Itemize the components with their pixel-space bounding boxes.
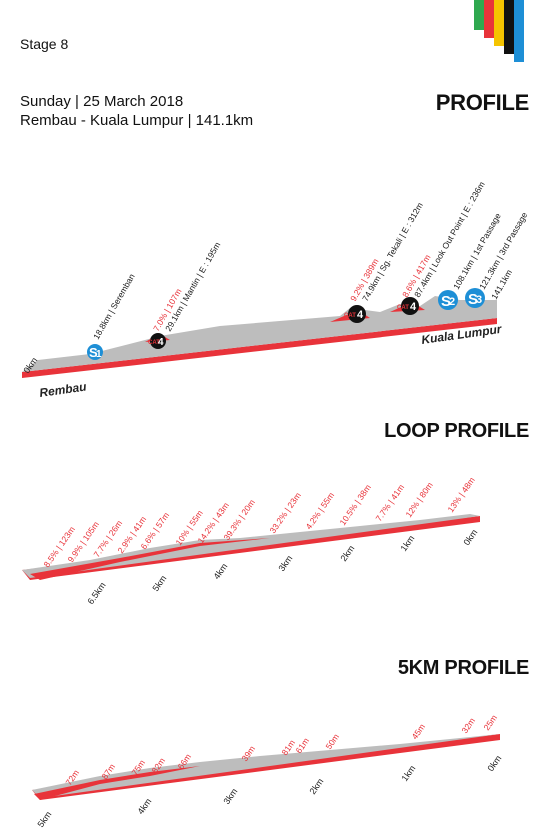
loop-seg-10: 10.5% | 38m <box>337 482 372 527</box>
point-label-2: 29.1km | Mantin | E : 195m <box>163 240 222 333</box>
five-km-4: 1km <box>399 763 417 783</box>
five-km-profile-chart <box>32 734 500 800</box>
point-label-1: 18.8km | Seremban <box>91 272 137 341</box>
point-label-4: 87.4km | Look Out Point | E : 236m <box>412 180 487 299</box>
loop-km-1: 5km <box>150 573 168 593</box>
svg-text:4: 4 <box>357 309 364 321</box>
svg-text:3: 3 <box>476 294 482 306</box>
stage-info: Sunday | 25 March 2018 Rembau - Kuala Lu… <box>20 92 253 130</box>
stripe-yellow <box>494 0 504 46</box>
five-seg-10: 32m <box>459 716 477 735</box>
profile-title: PROFILE <box>435 90 530 115</box>
stripe-red <box>484 0 494 38</box>
loop-profile-chart <box>22 514 480 580</box>
svg-text:S: S <box>89 345 98 360</box>
five-km-0: 5km <box>35 809 53 829</box>
sprint-badge-1: S 1 <box>87 344 103 360</box>
svg-text:CAT: CAT <box>397 305 409 311</box>
five-seg-11: 25m <box>481 713 499 732</box>
svg-text:CAT: CAT <box>148 340 160 346</box>
stage-date: Sunday | 25 March 2018 <box>20 93 184 110</box>
start-place: Rembau <box>38 379 87 400</box>
loop-km-5: 1km <box>398 533 416 553</box>
brand-stripes <box>474 0 534 62</box>
loop-seg-8: 33.2% | 23m <box>267 490 302 535</box>
svg-text:2: 2 <box>449 296 455 308</box>
stripe-blue <box>514 0 524 62</box>
sprint-badge-2: S 2 <box>438 290 458 310</box>
loop-km-2: 4km <box>211 561 229 581</box>
stripe-green <box>474 0 484 30</box>
kom-badge-1: CAT 4 <box>148 333 166 349</box>
loop-seg-4: 6.6% | 57m <box>138 510 171 551</box>
loop-km-4: 2km <box>338 543 356 563</box>
sprint-badge-3: S 3 <box>465 288 485 308</box>
loop-profile-title: LOOP PROFILE <box>384 420 529 442</box>
profile-side <box>22 318 497 378</box>
five-km-5: 0km <box>485 753 503 773</box>
stage-label: Stage 8 <box>20 36 69 52</box>
five-seg-9: 45m <box>409 722 427 741</box>
kom-badge-2: CAT 4 <box>344 305 366 323</box>
kom-badge-3: CAT 4 <box>397 297 419 315</box>
five-km-1: 4km <box>135 796 153 816</box>
svg-text:S: S <box>468 291 478 308</box>
loop-km-0: 6.5km <box>85 580 107 606</box>
stage-route: Rembau - Kuala Lumpur | 141.1km <box>20 112 254 129</box>
profile-surface <box>22 296 497 372</box>
five-km-profile-title: 5KM PROFILE <box>397 657 529 679</box>
loop-km-3: 3km <box>276 553 294 573</box>
five-seg-8: 50m <box>323 732 341 751</box>
five-km-2: 3km <box>221 786 239 806</box>
five-km-3: 2km <box>307 776 325 796</box>
svg-text:4: 4 <box>410 301 417 313</box>
svg-text:1: 1 <box>96 349 102 360</box>
loop-seg-12: 12% | 80m <box>403 480 434 519</box>
stripe-black <box>504 0 514 54</box>
loop-km-6: 0km <box>461 527 479 547</box>
svg-text:S: S <box>441 293 451 310</box>
loop-seg-9: 4.2% | 55m <box>303 490 336 531</box>
loop-seg-11: 7.7% | 41m <box>373 482 406 523</box>
svg-text:4: 4 <box>158 337 164 348</box>
loop-seg-13: 13% | 48m <box>445 475 476 514</box>
svg-text:CAT: CAT <box>344 313 356 319</box>
